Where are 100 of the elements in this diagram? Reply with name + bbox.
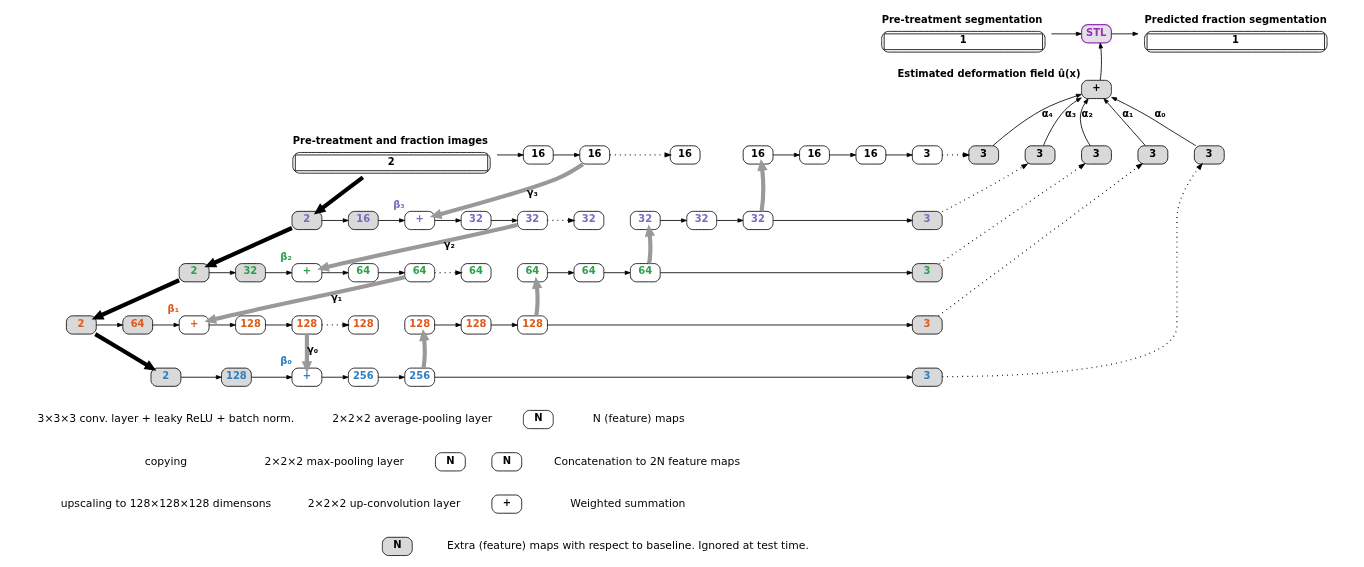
arrow — [208, 270, 236, 275]
node-box: 3 — [911, 263, 943, 283]
arrow — [772, 152, 800, 158]
node-label: Predicted fraction segmentation — [1144, 13, 1327, 25]
node-box: 128 — [347, 315, 379, 335]
node-box: 64 — [517, 263, 548, 283]
edge-label: α₀ — [1154, 108, 1166, 120]
arrow — [204, 275, 405, 324]
node-box: + — [178, 315, 210, 335]
arrow — [265, 322, 293, 328]
arrow — [251, 375, 293, 380]
edge-label: α₄ — [1041, 108, 1053, 120]
arrow — [547, 270, 575, 275]
edge-label: γ₃ — [526, 187, 538, 199]
arrow — [757, 159, 768, 212]
arrow — [532, 276, 543, 316]
edge-label: γ₀ — [306, 343, 319, 355]
arrow — [772, 218, 913, 223]
node-box: 128 — [235, 315, 266, 335]
node-box: 16 — [522, 145, 554, 165]
arrow — [1050, 31, 1082, 36]
node-box: 16 — [855, 145, 887, 165]
arrow — [547, 322, 913, 328]
node-box: + — [291, 367, 323, 387]
arrow — [496, 152, 524, 158]
node-label: Pre-treatment segmentation — [881, 13, 1043, 25]
node-label: Pre-treatment and fraction images — [292, 134, 489, 146]
arrow — [603, 270, 631, 275]
node-box: 32 — [742, 210, 774, 230]
node-box: 256 — [404, 367, 436, 387]
node-box: STL — [1080, 24, 1113, 44]
arrow — [434, 218, 462, 223]
node-box: + — [491, 494, 523, 514]
arrow — [609, 152, 672, 158]
node-box: N — [522, 409, 554, 430]
arrow — [377, 270, 405, 275]
node-box: 16 — [347, 210, 379, 230]
node-box: 2 — [291, 210, 323, 230]
arrow — [152, 322, 180, 328]
arrow — [1043, 97, 1082, 146]
edge-label: α₁ — [1122, 108, 1134, 120]
node-box: 3 — [911, 145, 943, 165]
node-box: 16 — [669, 145, 701, 165]
node-label: β₁ — [167, 303, 180, 315]
node-label: Estimated deformation field û(x) — [897, 67, 1081, 79]
arrow — [95, 322, 123, 328]
legend-label: Weighted summation — [570, 496, 686, 510]
arrow — [377, 218, 405, 223]
node-box: 128 — [517, 315, 548, 335]
node-box: 32 — [573, 210, 605, 230]
edge-label: α₂ — [1081, 108, 1093, 120]
legend-label: 2×2×2 up-convolution layer — [307, 496, 461, 510]
node-box: 64 — [629, 263, 661, 283]
arrow — [94, 332, 157, 371]
arrow — [1111, 31, 1139, 36]
arrow — [313, 175, 365, 215]
node-box: 16 — [799, 145, 830, 165]
arrow — [941, 152, 971, 158]
arrow — [992, 93, 1082, 147]
node-box: 64 — [347, 263, 379, 283]
arrow — [938, 163, 1086, 265]
node-box: 3 — [968, 145, 1000, 165]
legend-label: upscaling to 128×128×128 dimensons — [60, 496, 272, 510]
edge-label: γ₁ — [330, 291, 343, 303]
arrow — [1111, 96, 1197, 147]
node-box: 32 — [629, 210, 661, 230]
arrow — [490, 218, 518, 223]
node-box: 2 — [150, 367, 182, 387]
node-box: 64 — [404, 263, 436, 283]
node-box: 32 — [517, 210, 548, 230]
arrow — [265, 270, 293, 275]
arrow — [321, 375, 349, 380]
legend-label: Extra (feature) maps with respect to baseline. Ignored at test time. — [446, 539, 809, 553]
node-box: 16 — [742, 145, 774, 165]
arrow — [434, 375, 913, 380]
arrow — [1098, 42, 1103, 81]
node-box: 3 — [1081, 145, 1112, 165]
node-box: 128 — [221, 367, 252, 387]
arrow — [321, 322, 350, 328]
edge-label: α₃ — [1064, 108, 1077, 120]
arrow — [941, 162, 1203, 378]
node-box: 3 — [911, 315, 943, 335]
arrow — [377, 375, 405, 380]
node-box: N — [381, 536, 413, 556]
node-box: 3 — [1193, 145, 1225, 165]
legend-label: N (feature) maps — [592, 412, 685, 426]
arrow — [317, 223, 518, 272]
arrow — [1079, 98, 1091, 147]
node-label: β₀ — [280, 355, 292, 367]
node-box: 2 — [178, 263, 210, 283]
node-box: 3 — [1024, 145, 1056, 165]
arrow — [716, 218, 744, 223]
arrow — [885, 152, 913, 158]
node-box: 128 — [291, 315, 323, 335]
arrow — [660, 270, 913, 275]
arrow — [1103, 98, 1146, 146]
arrow — [552, 152, 580, 158]
arrow — [937, 163, 1144, 317]
arrow — [208, 322, 236, 328]
arrow — [546, 217, 576, 224]
